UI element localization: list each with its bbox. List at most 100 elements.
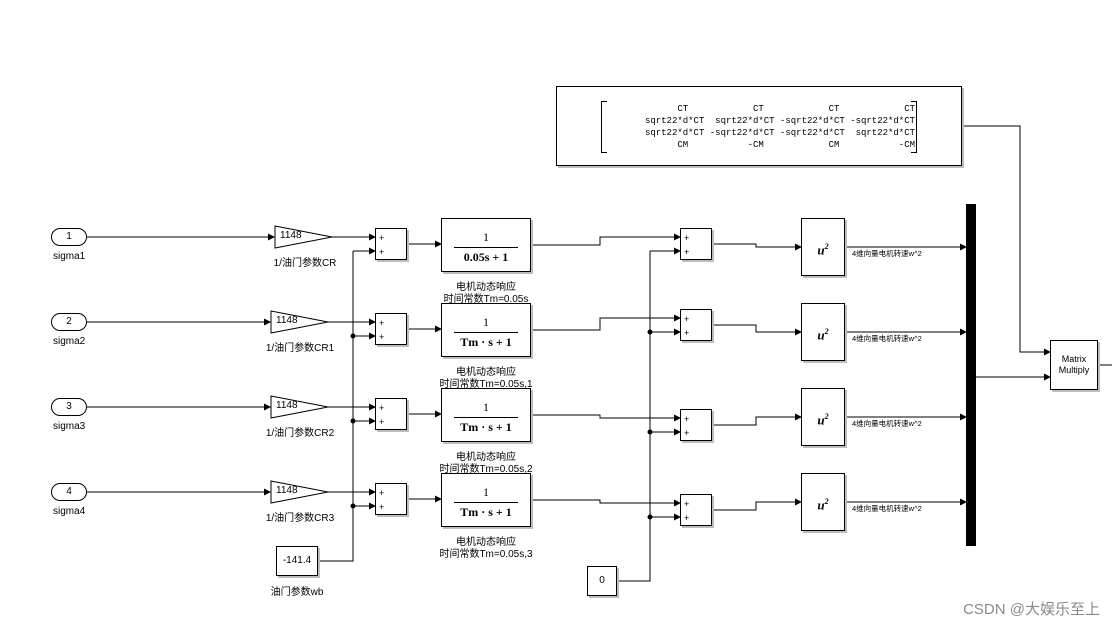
wire-sum2-square-2 [712,324,802,336]
matrix-constant[interactable]: CT CT CT CT sqrt22*d*CT sqrt22*d*CT -sqr… [556,86,962,166]
gain-cr2-value: 1148 [276,400,298,411]
wire-tf-sum2-3 [531,414,681,422]
transfer-fcn-1[interactable]: 1 0.05s + 1 [441,218,531,272]
square-1-exp: 2 [824,242,829,251]
transfer-fcn-4[interactable]: 1 Tm · s + 1 [441,473,531,527]
square-3-exp: 2 [824,412,829,421]
tf-1-caption-1: 电机动态响应 [456,282,516,293]
wire-sum2-square-1 [712,243,802,251]
sum-4[interactable]: + + [375,483,407,515]
mux-bar[interactable] [966,204,976,546]
signal-label-3: 4维向量电机转速w^2 [852,419,922,428]
tf-3-caption-2: 时间常数Tm=0.05s,2 [439,464,533,475]
square-2[interactable]: u2 [801,303,845,361]
sum-8[interactable]: + + [680,494,712,526]
sum-1[interactable]: + + [375,228,407,260]
gain-cr3-label: 1/油门参数CR3 [265,513,335,524]
tf-4-caption-1: 电机动态响应 [456,537,516,548]
square-3-base: u [817,412,825,428]
sum-2[interactable]: + + [375,313,407,345]
inport-2-label: sigma2 [53,336,86,347]
inport-1[interactable]: 1 [51,228,87,246]
inport-4-label: sigma4 [53,506,86,517]
sum-6[interactable]: + + [680,309,712,341]
tf-4-denominator: Tm · s + 1 [460,505,512,519]
sum-6-sign-b: + [684,328,690,338]
matrix-right-bracket [911,101,917,153]
matrix-row-1: CT CT CT CT [677,104,915,114]
sum-4-sign-a: + [379,488,385,498]
sum-3-sign-b: + [379,417,385,427]
gain-cr1-label: 1/油门参数CR1 [265,343,335,354]
square-4[interactable]: u2 [801,473,845,531]
matrix-multiply-block[interactable]: Matrix Multiply [1050,340,1098,390]
gain-cr3[interactable]: 1148 [270,480,332,504]
tf-1-denominator: 0.05s + 1 [463,250,509,264]
wire-sum2-square-4 [712,498,802,511]
constant-wb-label: 油门参数wb [270,587,324,598]
constant-wb[interactable]: -141.4 [276,546,318,576]
tf-1-caption-2: 时间常数Tm=0.05s [443,294,529,305]
matrix-row-2: sqrt22*d*CT sqrt22*d*CT -sqrt22*d*CT -sq… [644,116,915,126]
tf-3-denominator: Tm · s + 1 [460,420,512,434]
matrix-row-4: CM -CM CM -CM [677,140,915,150]
wire-tf-sum2-4 [531,499,681,507]
matrix-left-bracket [601,101,607,153]
sum-4-sign-b: + [379,502,385,512]
junction-bias-2 [350,333,356,339]
sum-1-sign-a: + [379,233,385,243]
square-1[interactable]: u2 [801,218,845,276]
square-1-base: u [817,242,825,258]
square-4-exp: 2 [824,497,829,506]
inport-3[interactable]: 3 [51,398,87,416]
gain-cr2-label: 1/油门参数CR2 [265,428,335,439]
tf-4-caption-2: 时间常数Tm=0.05s,3 [439,549,533,560]
inport-4[interactable]: 4 [51,483,87,501]
sum-5-sign-b: + [684,247,690,257]
sum-1-sign-b: + [379,247,385,257]
junction-bias-3 [350,418,356,424]
transfer-fcn-3[interactable]: 1 Tm · s + 1 [441,388,531,442]
square-2-base: u [817,327,825,343]
tf-2-caption-1: 电机动态响应 [456,367,516,378]
signal-label-2: 4维向量电机转速w^2 [852,334,922,343]
gain-cr1-value: 1148 [276,315,298,326]
inport-2[interactable]: 2 [51,313,87,331]
square-3[interactable]: u2 [801,388,845,446]
tf-3-caption-1: 电机动态响应 [456,452,516,463]
constant-zero[interactable]: 0 [587,566,617,596]
sum-3-sign-a: + [379,403,385,413]
square-4-base: u [817,497,825,513]
gain-cr2[interactable]: 1148 [270,395,332,419]
sum-8-sign-b: + [684,513,690,523]
square-2-exp: 2 [824,327,829,336]
tf-3-numerator: 1 [483,400,489,414]
wire-sum2-square-3 [712,413,802,426]
wire-bias-trunk [318,251,354,562]
gain-cr-value: 1148 [280,230,302,241]
tf-1-numerator: 1 [483,230,489,244]
watermark: CSDN @大娱乐至上 [963,601,1100,618]
sum-7[interactable]: + + [680,409,712,441]
sum-7-sign-b: + [684,428,690,438]
wire-tf-sum2-1 [531,233,681,246]
sum-6-sign-a: + [684,314,690,324]
gain-cr[interactable]: 1148 [274,225,336,249]
sum-7-sign-a: + [684,414,690,424]
matrix-multiply-line1: Matrix [1061,354,1087,364]
junction-zero-4 [647,514,653,520]
inport-3-label: sigma3 [53,421,86,432]
gain-cr1[interactable]: 1148 [270,310,332,334]
junction-zero-3 [647,429,653,435]
transfer-fcn-2[interactable]: 1 Tm · s + 1 [441,303,531,357]
tf-4-numerator: 1 [483,485,489,499]
inport-1-label: sigma1 [53,251,86,262]
sum-3[interactable]: + + [375,398,407,430]
sum-5[interactable]: + + [680,228,712,260]
wire-zero-trunk [617,251,651,582]
gain-cr-label: 1/油门参数CR [273,258,337,269]
sum-8-sign-a: + [684,499,690,509]
sum-5-sign-a: + [684,233,690,243]
signal-label-4: 4维向量电机转速w^2 [852,504,922,513]
